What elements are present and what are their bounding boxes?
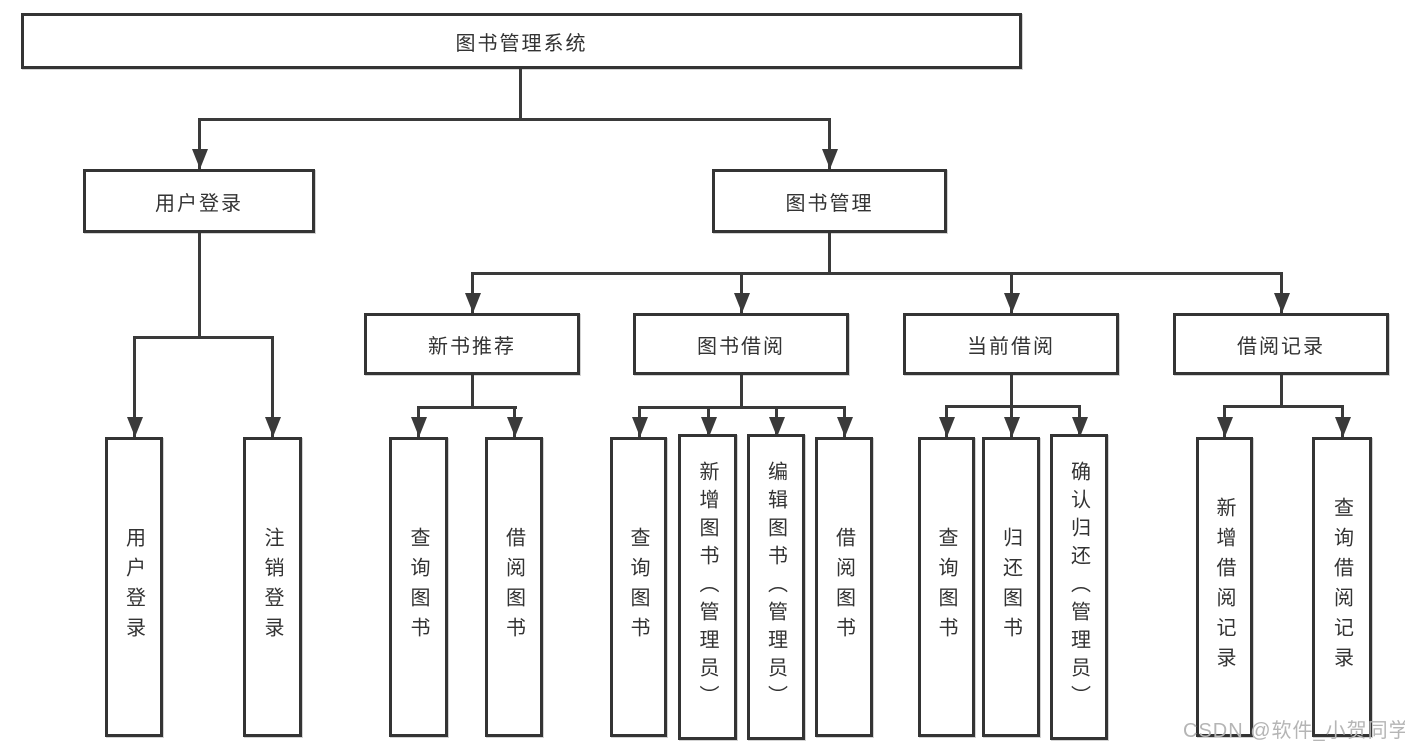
leaf-borrow-add-books-admin: 新增图书（管理员） (678, 434, 737, 740)
leaf-newbook-query-books: 查询图书 (389, 437, 448, 737)
leaf-current-query-books: 查询图书 (918, 437, 975, 737)
edge-arrow-records-add (1223, 405, 1226, 437)
node-user-login: 用户登录 (83, 169, 315, 233)
node-label: 图书管理系统 (455, 32, 588, 55)
edge-arrow-borrowing-records (1280, 272, 1283, 313)
leaf-label: 查询图书 (935, 527, 957, 647)
edge-arrow-borrow-add (707, 406, 710, 437)
node-label: 新书推荐 (428, 335, 516, 358)
edge-bookmgmt-bar (471, 272, 1283, 275)
leaf-logout-login: 注销登录 (243, 437, 302, 737)
leaf-borrow-edit-books-admin: 编辑图书（管理员） (747, 434, 805, 740)
leaf-label: 查询借阅记录 (1330, 497, 1353, 677)
leaf-label: 用户登录 (122, 527, 145, 647)
edge-borrow-bar (638, 406, 846, 409)
edge-arrow-new-book (471, 272, 474, 313)
edge-current-stem (1010, 375, 1013, 408)
leaf-label: 新增图书（管理员） (696, 461, 718, 713)
edge-bookmgmt-stem (828, 233, 831, 275)
edge-arrow-user-login (198, 118, 201, 169)
node-book-borrowing: 图书借阅 (633, 313, 849, 375)
node-book-management: 图书管理 (712, 169, 947, 233)
edge-root-stem (519, 69, 522, 121)
node-library-management-system: 图书管理系统 (21, 13, 1022, 69)
edge-arrow-records-query (1341, 405, 1344, 437)
leaf-newbook-borrow-books: 借阅图书 (485, 437, 543, 737)
edge-arrow-current-borrowing (1010, 272, 1013, 313)
node-label: 当前借阅 (967, 335, 1055, 358)
leaf-current-return-books: 归还图书 (982, 437, 1040, 737)
edge-arrow-borrow-borrow (843, 406, 846, 437)
leaf-label: 查询图书 (407, 527, 429, 647)
leaf-label: 注销登录 (261, 527, 283, 647)
edge-newbook-stem (471, 375, 474, 409)
leaf-borrow-borrow-books: 借阅图书 (815, 437, 873, 737)
edge-userlogin-stem (198, 233, 201, 339)
edge-current-bar (945, 405, 1081, 408)
edge-root-bar (198, 118, 831, 121)
leaf-record-query-borrow-record: 查询借阅记录 (1312, 437, 1372, 737)
edge-arrow-borrow-edit (775, 406, 778, 437)
edge-borrow-stem (740, 375, 743, 409)
leaf-label: 借阅图书 (832, 527, 855, 647)
edge-arrow-current-return (1010, 405, 1013, 437)
csdn-watermark: CSDN @软件_小贺同学 (1183, 720, 1405, 742)
leaf-label: 新增借阅记录 (1213, 497, 1235, 677)
edge-arrow-leaf-user-login (133, 336, 136, 437)
node-new-book-recommendation: 新书推荐 (364, 313, 580, 375)
node-label: 图书借阅 (697, 335, 785, 358)
edge-arrow-borrow-query (638, 406, 641, 437)
leaf-user-login: 用户登录 (105, 437, 163, 737)
edge-arrow-current-query (945, 405, 948, 437)
leaf-label: 查询图书 (627, 527, 649, 647)
node-label: 借阅记录 (1237, 335, 1325, 358)
edge-arrow-newbook-query (417, 406, 420, 437)
node-label: 用户登录 (155, 192, 243, 215)
leaf-label: 确认归还（管理员） (1067, 461, 1090, 713)
edge-arrow-newbook-borrow (513, 406, 516, 437)
leaf-label: 编辑图书（管理员） (764, 461, 787, 713)
edge-arrow-current-confirm (1078, 405, 1081, 437)
edge-newbook-bar (417, 406, 517, 409)
node-borrowing-records: 借阅记录 (1173, 313, 1389, 375)
leaf-borrow-query-books: 查询图书 (610, 437, 667, 737)
edge-records-stem (1280, 375, 1283, 408)
leaf-label: 借阅图书 (502, 527, 525, 647)
edge-userlogin-bar (133, 336, 274, 339)
leaf-label: 归还图书 (999, 527, 1022, 647)
edge-arrow-leaf-logout (271, 336, 274, 437)
edge-arrow-book-management (828, 118, 831, 169)
edge-records-bar (1223, 405, 1344, 408)
node-current-borrowing: 当前借阅 (903, 313, 1119, 375)
leaf-current-confirm-return-admin: 确认归还（管理员） (1050, 434, 1108, 740)
leaf-record-add-borrow-record: 新增借阅记录 (1196, 437, 1253, 737)
node-label: 图书管理 (785, 192, 874, 215)
edge-arrow-book-borrowing (740, 272, 743, 313)
